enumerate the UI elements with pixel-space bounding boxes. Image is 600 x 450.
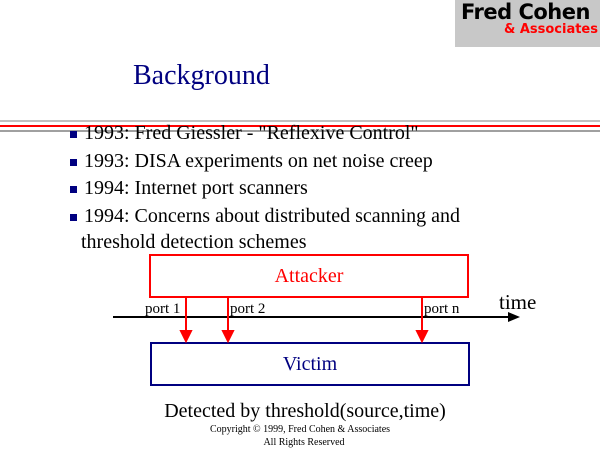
bullet-text: 1994: Internet port scanners [84,177,308,199]
bullet-icon [70,214,77,221]
bullet-icon [70,131,77,138]
arrowhead [415,330,429,344]
bullet-text: 1993: DISA experiments on net noise cree… [84,150,433,172]
bullet-text: 1993: Fred Giessler - "Reflexive Control… [84,122,419,144]
divider-gray-top [0,120,600,122]
time-label: time [499,290,537,314]
divider-gray-bottom [0,130,600,132]
victim-box: Victim [150,342,470,386]
copyright: Copyright © 1999, Fred Cohen & Associate… [209,424,391,435]
bullet-text: threshold detection schemes [81,231,307,253]
bullet-text: 1994: Concerns about distributed scannin… [84,205,461,227]
divider-red [0,125,600,127]
arrowhead [179,330,193,344]
bullet-icon [70,186,77,193]
logo-name: Fred Cohen [461,0,590,24]
slide-title: Background [133,60,270,91]
attacker-box: Attacker [149,254,469,298]
logo-sub: & Associates [503,22,598,37]
bullet-icon [70,159,77,166]
rights-reserved: All Rights Reserved [263,437,345,448]
company-logo: Fred Cohen & Associates [455,0,600,47]
port-n-label: port n [424,301,460,317]
port-1-label: port 1 [145,301,181,317]
time-axis-arrowhead [508,312,520,322]
caption: Detected by threshold(source,time) [164,400,446,422]
arrowhead [221,330,235,344]
port-2-label: port 2 [230,301,266,317]
